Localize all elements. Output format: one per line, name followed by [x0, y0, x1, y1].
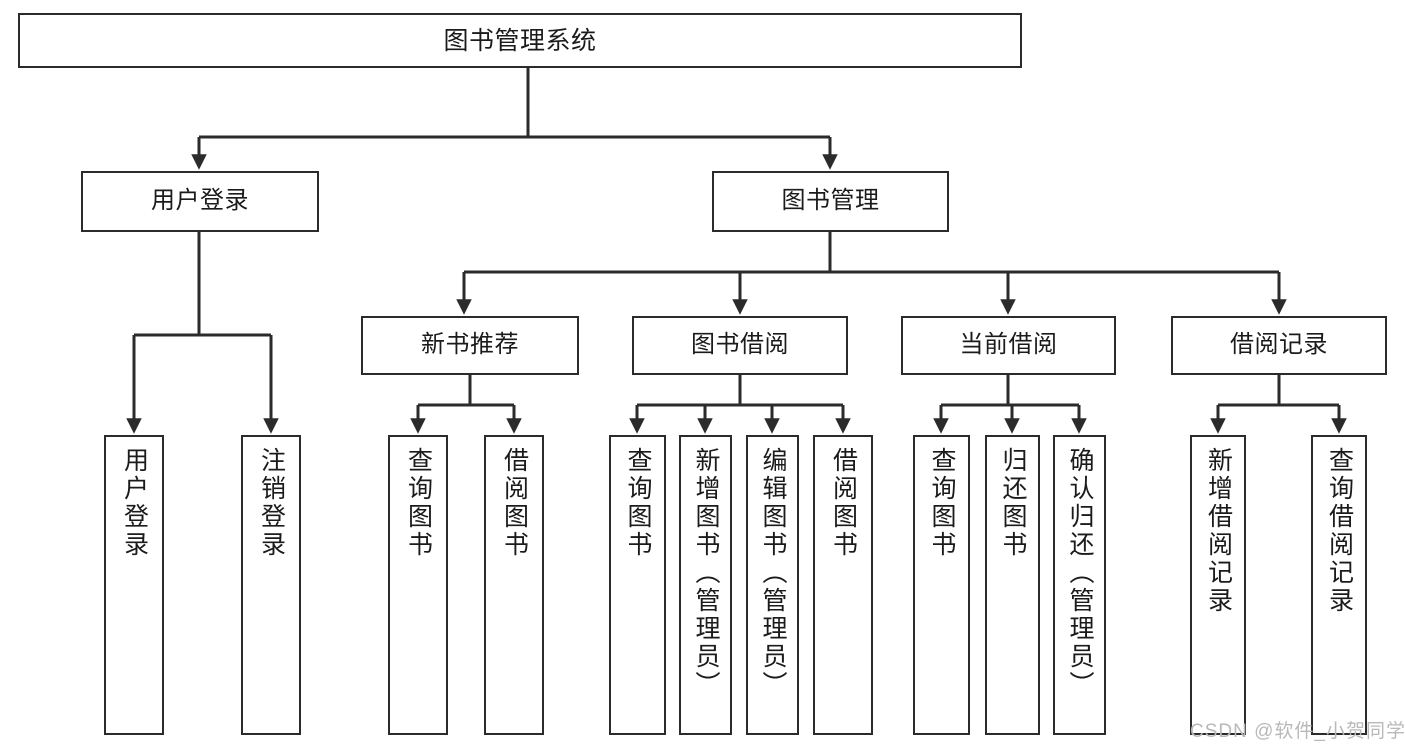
leaf-add-book-admin-label: 新增图书（管理员）: [692, 447, 720, 699]
leaf-borrow-books-rec-label: 借阅图书: [500, 447, 529, 559]
leaf-query-books-rec[interactable]: 查询图书: [388, 435, 448, 735]
csdn-watermark: CSDN @软件_小贺同学: [1190, 721, 1405, 742]
leaf-return-books[interactable]: 归还图书: [985, 435, 1040, 735]
leaf-borrow-books-rec[interactable]: 借阅图书: [484, 435, 544, 735]
leaf-query-books-borrow[interactable]: 查询图书: [609, 435, 666, 735]
leaf-edit-book-admin[interactable]: 编辑图书（管理员）: [746, 435, 799, 735]
node-new-book-recommend[interactable]: 新书推荐: [361, 316, 579, 375]
leaf-logout-label: 注销登录: [257, 447, 286, 559]
leaf-user-login-label: 用户登录: [120, 447, 149, 559]
leaf-confirm-return-admin[interactable]: 确认归还（管理员）: [1053, 435, 1106, 735]
node-current-borrow-label: 当前借阅: [959, 331, 1058, 359]
node-new-book-recommend-label: 新书推荐: [421, 331, 519, 359]
leaf-query-books-current[interactable]: 查询图书: [913, 435, 970, 735]
leaf-logout[interactable]: 注销登录: [241, 435, 301, 735]
node-book-borrow[interactable]: 图书借阅: [632, 316, 848, 375]
leaf-query-books-current-label: 查询图书: [928, 447, 956, 559]
node-user-login-label: 用户登录: [151, 187, 249, 215]
node-root[interactable]: 图书管理系统: [18, 13, 1022, 68]
leaf-add-borrow-record[interactable]: 新增借阅记录: [1190, 435, 1246, 735]
leaf-add-book-admin[interactable]: 新增图书（管理员）: [679, 435, 732, 735]
leaf-user-login[interactable]: 用户登录: [104, 435, 164, 735]
node-borrow-record-label: 借阅记录: [1230, 331, 1328, 359]
node-root-label: 图书管理系统: [443, 26, 597, 55]
leaf-query-borrow-record-label: 查询借阅记录: [1325, 447, 1354, 615]
leaf-borrow-books[interactable]: 借阅图书: [813, 435, 873, 735]
leaf-borrow-books-label: 借阅图书: [829, 447, 858, 559]
leaf-add-borrow-record-label: 新增借阅记录: [1204, 447, 1233, 615]
node-book-borrow-label: 图书借阅: [691, 331, 789, 359]
node-book-management[interactable]: 图书管理: [712, 171, 949, 232]
node-book-management-label: 图书管理: [781, 187, 880, 215]
node-user-login[interactable]: 用户登录: [81, 171, 319, 232]
leaf-confirm-return-admin-label: 确认归还（管理员）: [1066, 447, 1094, 699]
leaf-query-borrow-record[interactable]: 查询借阅记录: [1311, 435, 1367, 735]
leaf-query-books-rec-label: 查询图书: [404, 447, 433, 559]
leaf-edit-book-admin-label: 编辑图书（管理员）: [759, 447, 787, 699]
leaf-return-books-label: 归还图书: [999, 447, 1027, 559]
node-borrow-record[interactable]: 借阅记录: [1171, 316, 1387, 375]
node-current-borrow[interactable]: 当前借阅: [901, 316, 1116, 375]
leaf-query-books-borrow-label: 查询图书: [624, 447, 652, 559]
